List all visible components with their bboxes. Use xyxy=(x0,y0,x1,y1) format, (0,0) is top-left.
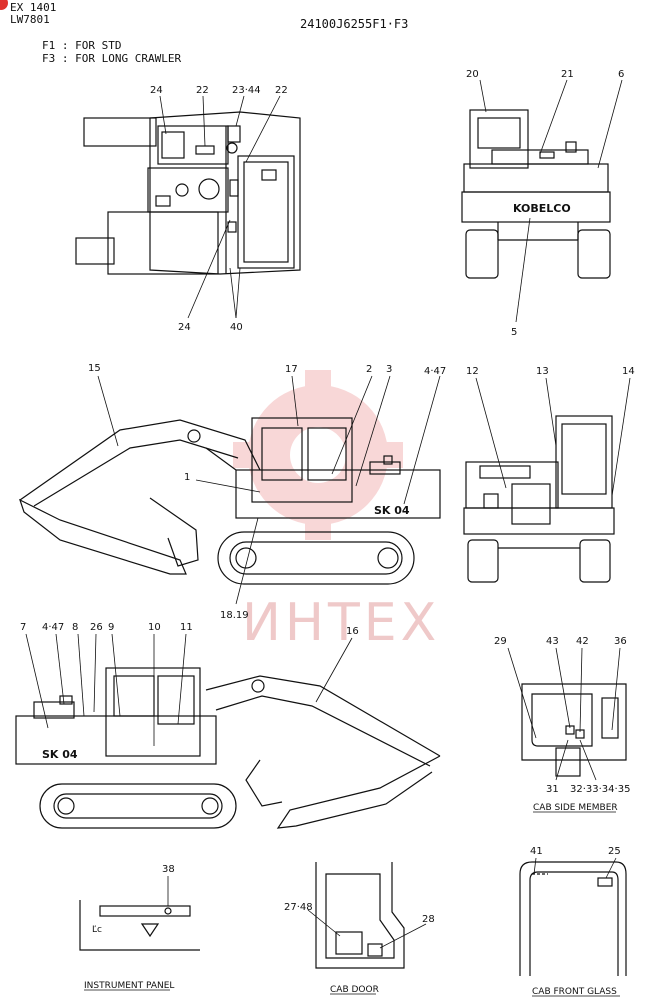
callout-32-35: 32·33·34·35 xyxy=(570,784,630,795)
callout-18-19: 18.19 xyxy=(220,610,249,621)
model-code: EX 1401 xyxy=(10,1,57,14)
note-long-crawler: F3 : FOR LONG CRAWLER xyxy=(42,52,182,65)
right-side-excavator-drawing xyxy=(15,667,441,829)
callout-2: 2 xyxy=(366,364,372,375)
callout-22-a: 22 xyxy=(196,85,209,96)
callout-21: 21 xyxy=(561,69,574,80)
callout-20: 20 xyxy=(466,69,479,80)
left-side-excavator-drawing xyxy=(18,417,441,585)
rear-view-drawing xyxy=(461,109,611,279)
callout-3: 3 xyxy=(386,364,392,375)
callout-13: 13 xyxy=(536,366,549,377)
caption-instrument-panel: INSTRUMENT PANEL xyxy=(84,981,174,991)
model-decal-right: SK 04 xyxy=(42,748,78,761)
watermark-text: ИНТЕХ xyxy=(242,593,440,653)
instrument-panel-drawing: Ľc xyxy=(79,900,200,951)
callout-29: 29 xyxy=(494,636,507,647)
callout-15: 15 xyxy=(88,363,101,374)
front-view-drawing xyxy=(463,415,615,583)
callout-7: 7 xyxy=(20,622,26,633)
cab-door-drawing xyxy=(315,862,405,969)
callout-42: 42 xyxy=(576,636,589,647)
callout-41: 41 xyxy=(530,846,543,857)
callout-23-44: 23·44 xyxy=(232,85,261,96)
callout-27-48: 27·48 xyxy=(284,902,313,913)
callout-43: 43 xyxy=(546,636,559,647)
callout-25: 25 xyxy=(608,846,621,857)
callout-28: 28 xyxy=(422,914,435,925)
callout-12: 12 xyxy=(466,366,479,377)
serial-code: LW7801 xyxy=(10,13,50,26)
callout-5: 5 xyxy=(511,327,517,338)
callout-9: 9 xyxy=(108,622,114,633)
red-badge-icon xyxy=(0,0,8,10)
callout-8: 8 xyxy=(72,622,78,633)
callout-24-b: 24 xyxy=(178,322,191,333)
caption-cab-front-glass: CAB FRONT GLASS xyxy=(532,987,617,997)
note-std: F1 : FOR STD xyxy=(42,39,122,52)
callout-16: 16 xyxy=(346,626,359,637)
callout-17: 17 xyxy=(285,364,298,375)
callout-40: 40 xyxy=(230,322,243,333)
top-view-drawing xyxy=(75,111,301,275)
cab-front-glass-drawing xyxy=(519,861,627,976)
callout-31: 31 xyxy=(546,784,559,795)
caption-cab-side-member: CAB SIDE MEMBER xyxy=(533,803,618,813)
watermark-gear-icon xyxy=(233,370,403,540)
model-decal-left: SK 04 xyxy=(374,504,410,517)
callout-10: 10 xyxy=(148,622,161,633)
cab-side-member-drawing xyxy=(521,683,627,777)
callout-6: 6 xyxy=(618,69,624,80)
kobelco-logo-text: KOBELCO xyxy=(513,202,571,215)
callout-14: 14 xyxy=(622,366,635,377)
callout-11: 11 xyxy=(180,622,193,633)
callout-4-47-a: 4·47 xyxy=(424,366,446,377)
callout-4-47-b: 4·47 xyxy=(42,622,64,633)
callout-26: 26 xyxy=(90,622,103,633)
callout-24-a: 24 xyxy=(150,85,163,96)
part-number: 24100J6255F1·F3 xyxy=(300,17,409,31)
callout-1: 1 xyxy=(184,472,190,483)
callout-38: 38 xyxy=(162,864,175,875)
svg-text:Ľc: Ľc xyxy=(92,925,102,935)
callout-36: 36 xyxy=(614,636,627,647)
callout-22-b: 22 xyxy=(275,85,288,96)
caption-cab-door: CAB DOOR xyxy=(330,985,379,995)
